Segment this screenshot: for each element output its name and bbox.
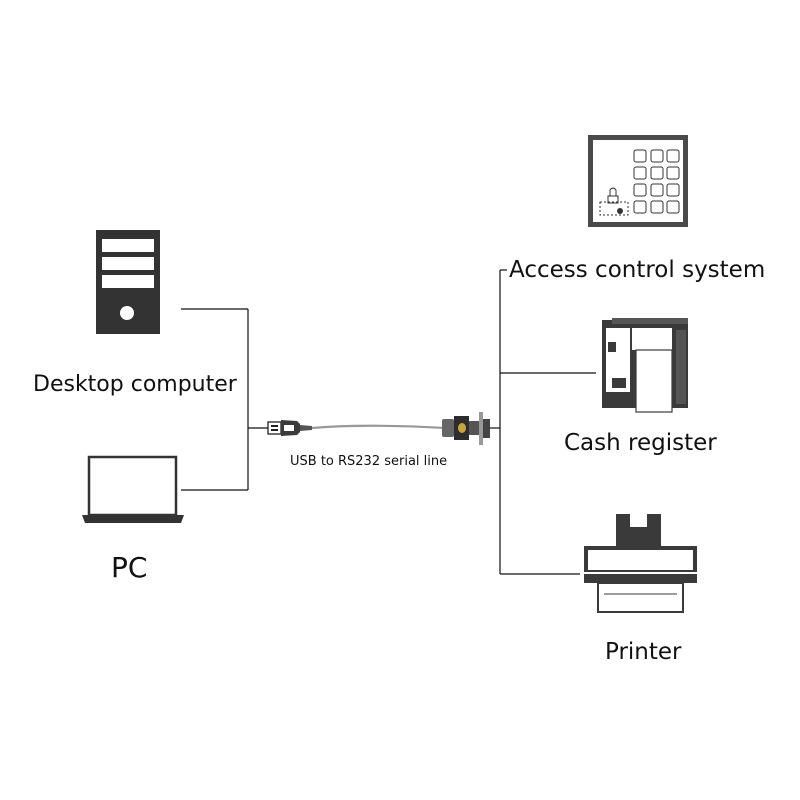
label-printer-icon [602, 318, 688, 413]
laptop-icon [82, 455, 184, 523]
right-connectors [490, 269, 596, 575]
serial-cable [311, 424, 447, 430]
desktop-tower-icon [96, 230, 160, 334]
cable-label: USB to RS232 serial line [290, 454, 448, 469]
printer-icon [584, 514, 697, 613]
cash-register-label: Cash register [564, 430, 717, 456]
pc-label: PC [111, 551, 148, 584]
db9-connector-icon [442, 412, 490, 445]
desktop-computer-label: Desktop computer [33, 372, 237, 397]
keypad-panel-icon [588, 135, 688, 227]
left-connectors [181, 308, 268, 491]
usb-plug-icon [267, 420, 312, 436]
access-control-label: Access control system [509, 257, 766, 283]
printer-label: Printer [605, 639, 682, 665]
